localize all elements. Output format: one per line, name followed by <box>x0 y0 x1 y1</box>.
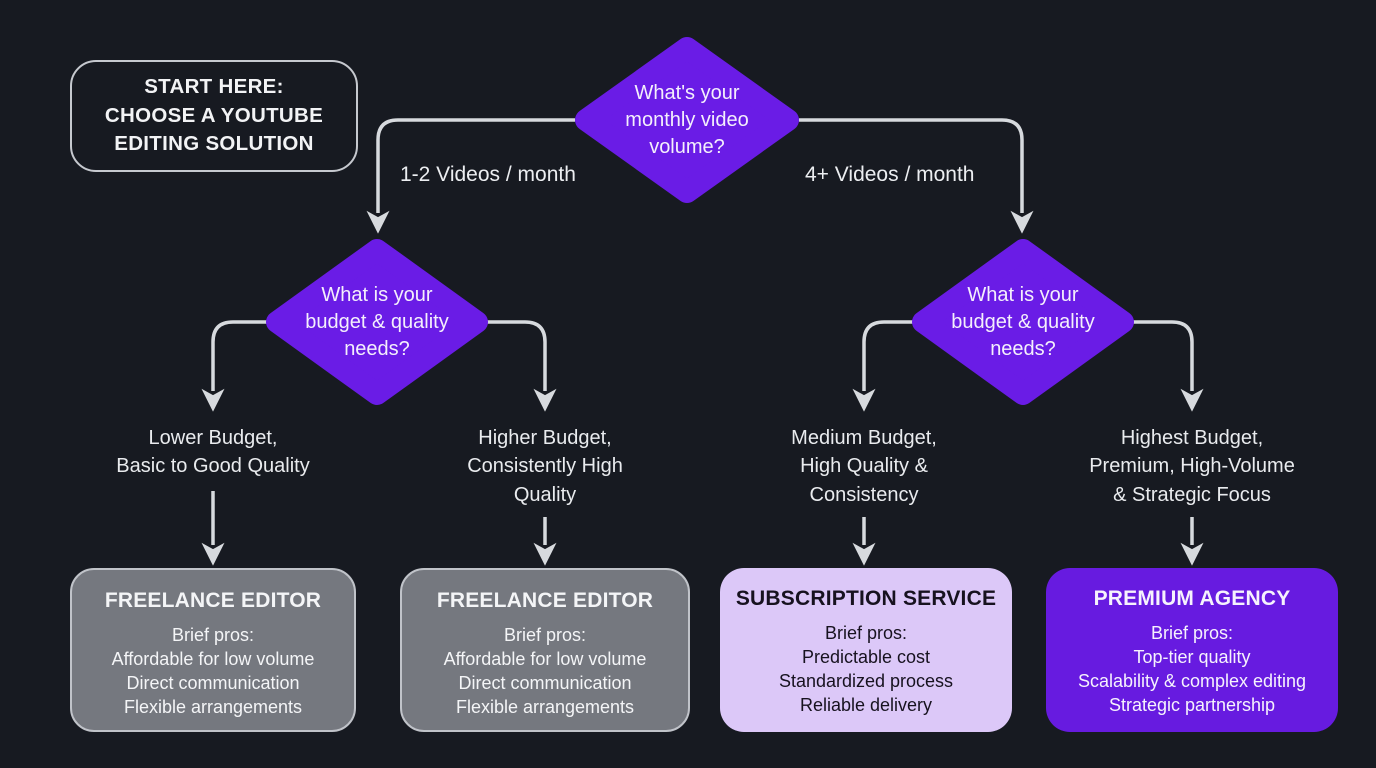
result-pros: Brief pros: Affordable for low volume Di… <box>443 625 647 717</box>
result-box-freelance-editor-2: FREELANCE EDITOR Brief pros: Affordable … <box>400 568 690 732</box>
decision-monthly-volume-question: What's your monthly video volume? <box>625 81 749 158</box>
outcome-label-higher-budget: Higher Budget, Consistently High Quality <box>467 427 623 506</box>
result-pros: Brief pros: Affordable for low volume Di… <box>111 625 315 717</box>
diamond-shape <box>266 239 488 405</box>
branch-label-high-volume: 4+ Videos / month <box>805 163 975 186</box>
edge-root-to-left-diamond <box>366 118 575 234</box>
outcome-label-lower-budget: Lower Budget, Basic to Good Quality <box>116 427 310 478</box>
branch-label-low-volume: 1-2 Videos / month <box>400 163 576 186</box>
edge-right-diamond-highest-budget <box>1132 320 1204 412</box>
result-title: FREELANCE EDITOR <box>104 589 322 612</box>
decision-monthly-volume: What's your monthly video volume? <box>575 37 799 203</box>
diamond-shape <box>912 239 1134 405</box>
edge-root-to-right-diamond <box>799 118 1034 234</box>
result-title: SUBSCRIPTION SERVICE <box>735 587 997 610</box>
edge-left-diamond-higher-budget <box>486 320 557 412</box>
decision-budget-left: What is your budget & quality needs? <box>266 239 488 405</box>
result-title: FREELANCE EDITOR <box>436 589 654 612</box>
result-box-freelance-editor-1: FREELANCE EDITOR Brief pros: Affordable … <box>70 568 356 732</box>
start-node-label: START HERE: CHOOSE A YOUTUBE EDITING SOL… <box>104 74 324 156</box>
start-node: START HERE: CHOOSE A YOUTUBE EDITING SOL… <box>70 60 358 172</box>
decision-budget-left-question: What is your budget & quality needs? <box>305 283 449 360</box>
result-pros: Brief pros: Top-tier quality Scalability… <box>1077 623 1307 715</box>
edge-left-diamond-lower-budget <box>201 320 268 412</box>
edge-right-diamond-medium-budget <box>852 320 914 412</box>
result-box-premium-agency: PREMIUM AGENCY Brief pros: Top-tier qual… <box>1046 568 1338 732</box>
diamond-shape <box>575 37 799 203</box>
result-box-subscription-service: SUBSCRIPTION SERVICE Brief pros: Predict… <box>720 568 1012 732</box>
outcome-label-highest-budget: Highest Budget, Premium, High-Volume & S… <box>1089 427 1295 506</box>
result-pros: Brief pros: Predictable cost Standardize… <box>778 623 954 715</box>
outcome-label-medium-budget: Medium Budget, High Quality & Consistenc… <box>791 427 937 506</box>
result-title: PREMIUM AGENCY <box>1093 587 1291 610</box>
decision-budget-right-question: What is your budget & quality needs? <box>951 283 1095 360</box>
decision-budget-right: What is your budget & quality needs? <box>912 239 1134 405</box>
